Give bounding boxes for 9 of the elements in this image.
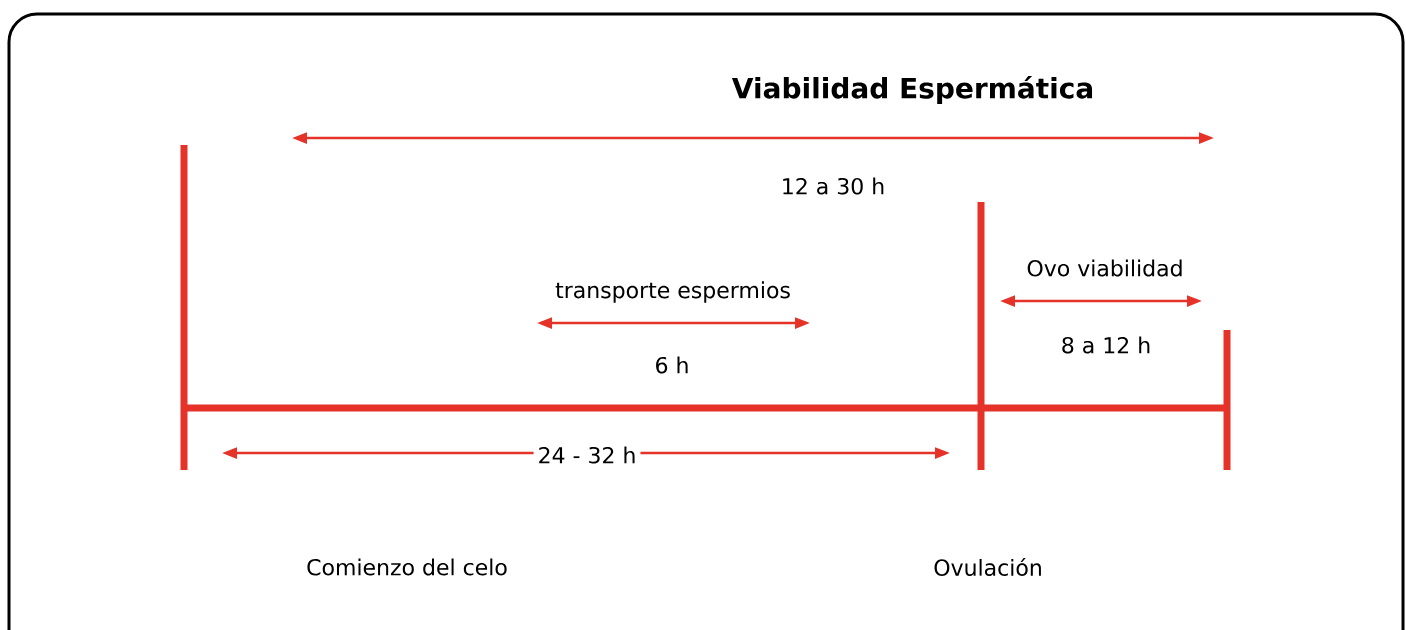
title: Viabilidad Espermática <box>731 75 1093 105</box>
duration-label: 12 a 30 h <box>776 173 890 199</box>
duration-label: Ovo viabilidad <box>1022 255 1188 281</box>
timeline-label: Ovulación <box>929 554 1047 580</box>
duration-label: 24 - 32 h <box>533 442 641 468</box>
duration-label: transporte espermios <box>551 277 795 307</box>
timeline-label: Comienzo del celo <box>302 554 512 580</box>
duration-label: 8 a 12 h <box>1056 332 1156 358</box>
duration-label: 6 h <box>650 352 694 378</box>
